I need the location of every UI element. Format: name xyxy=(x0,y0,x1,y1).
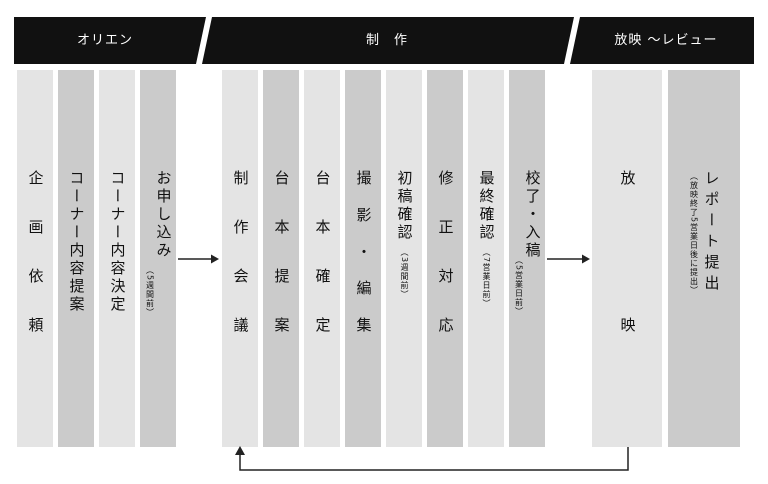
feedback-loop-arrow-icon xyxy=(235,446,629,471)
phase-houei-shape xyxy=(570,17,754,64)
step-char: 影 xyxy=(354,206,373,225)
step-moushikomi: お申し込み （5週間前） xyxy=(140,70,176,447)
step-char: 議 xyxy=(231,317,250,335)
step-char: ・ xyxy=(354,243,373,262)
step-report-teishutsu: レポート提出 （放映終了5営業日後に提出） xyxy=(668,70,740,447)
step-kouryou-nyukou: 校了・入稿 （5営業日前） xyxy=(509,70,545,447)
step-char: 企 xyxy=(26,170,45,188)
step-char: 撮 xyxy=(354,170,373,188)
step-note: （7営業日前） xyxy=(482,248,491,309)
step-corner-kettei: コーナー内容決定 xyxy=(99,70,135,447)
step-label: 最終確認 xyxy=(477,170,496,242)
phase-seisaku-label: 制 作 xyxy=(365,33,408,48)
step-char: 会 xyxy=(231,268,250,286)
phase-orien-label: オリエン xyxy=(76,33,133,48)
step-note: （放映終了5営業日後に提出） xyxy=(689,172,699,296)
step-label: レポート提出 xyxy=(702,170,721,296)
step-char: 案 xyxy=(272,317,291,335)
step-daihon-teian: 台 本 提 案 xyxy=(263,70,299,447)
step-satsuei-henshu: 撮 影 ・ 編 集 xyxy=(345,70,381,447)
step-char: 編 xyxy=(354,280,373,299)
step-char: 頼 xyxy=(26,317,45,335)
step-char: 集 xyxy=(354,317,373,335)
step-char: 応 xyxy=(436,317,455,335)
phase-seisaku-shape xyxy=(202,17,574,64)
step-label: お申し込み xyxy=(154,170,173,260)
step-houei: 放 映 xyxy=(592,70,662,447)
step-char: 本 xyxy=(313,219,332,237)
arrow-right-icon xyxy=(547,254,590,264)
step-daihon-kakutei: 台 本 確 定 xyxy=(304,70,340,447)
step-label: 初稿確認 xyxy=(395,170,414,242)
step-char: 対 xyxy=(436,268,455,286)
step-char: 画 xyxy=(26,219,45,237)
step-char: 台 xyxy=(272,170,291,188)
step-char: 定 xyxy=(313,317,332,335)
phase-banner xyxy=(14,17,754,64)
step-label: 校了・入稿 xyxy=(523,170,542,260)
step-shokou-kakunin: 初稿確認 （3週間前） xyxy=(386,70,422,447)
arrow-right-icon xyxy=(178,254,219,264)
step-saishu-kakunin: 最終確認 （7営業日前） xyxy=(468,70,504,447)
step-char: 確 xyxy=(313,268,332,286)
step-kikaku-irai: 企 画 依 頼 xyxy=(17,70,53,447)
step-seisaku-kaigi: 制 作 会 議 xyxy=(222,70,258,447)
step-note: （5週間前） xyxy=(145,266,155,318)
step-char: 依 xyxy=(26,268,45,286)
step-char: 作 xyxy=(231,219,250,237)
step-char: 本 xyxy=(272,219,291,237)
step-char: 映 xyxy=(618,317,637,335)
step-label: コーナー内容提案 xyxy=(67,170,86,314)
step-char: 正 xyxy=(436,219,455,237)
step-char: 放 xyxy=(618,170,637,188)
step-char: 制 xyxy=(231,170,250,188)
step-shusei-taiou: 修 正 対 応 xyxy=(427,70,463,447)
step-char: 台 xyxy=(313,170,332,188)
step-note: （3週間前） xyxy=(400,248,409,300)
step-corner-teian: コーナー内容提案 xyxy=(58,70,94,447)
step-note: （5営業日前） xyxy=(514,256,524,317)
phase-houei-label: 放映 ～レビュー xyxy=(614,33,718,48)
step-char: 提 xyxy=(272,268,291,286)
phase-orien-shape xyxy=(14,17,206,64)
step-char: 修 xyxy=(436,170,455,188)
step-label: コーナー内容決定 xyxy=(108,170,127,314)
